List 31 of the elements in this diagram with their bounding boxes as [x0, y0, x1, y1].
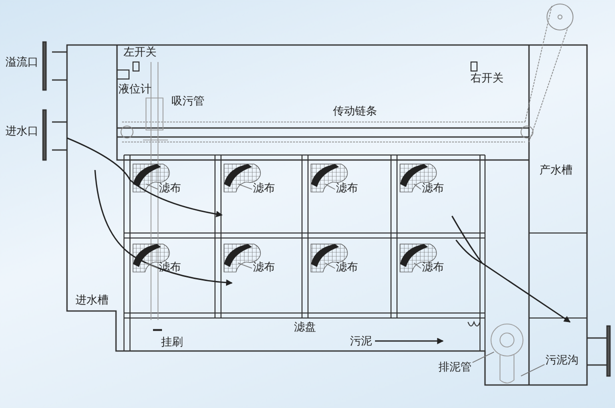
leader-line: [146, 262, 158, 269]
part-label: 挂刷: [161, 336, 183, 348]
part-label: 产水槽: [540, 164, 572, 176]
part-label: 滤布: [253, 182, 275, 194]
leader-line: [414, 184, 422, 190]
part-label: 滤盘: [294, 320, 316, 334]
part-label: 左开关: [124, 46, 156, 58]
leader-line: [146, 184, 158, 190]
part-label: 右开关: [470, 72, 504, 84]
part-label: 滤布: [159, 182, 181, 194]
part-label: 进水口: [6, 124, 38, 138]
part-label: 滤布: [336, 260, 358, 274]
part-label: 进水槽: [76, 294, 108, 306]
leader-line: [238, 262, 252, 269]
part-label: 污泥: [350, 334, 372, 348]
part-label: 传动链条: [333, 104, 377, 118]
part-label: 滤布: [253, 260, 275, 274]
part-label: 滤布: [336, 182, 358, 194]
leader-line: [472, 352, 494, 363]
part-label: 滤布: [422, 260, 444, 274]
part-label: 污泥沟: [546, 354, 578, 366]
part-label: 滤布: [422, 182, 444, 194]
leader-line: [520, 364, 545, 376]
leader-line: [324, 262, 336, 269]
part-label: 溢流口: [6, 56, 38, 68]
leader-line: [238, 184, 252, 190]
part-label: 吸污管: [172, 94, 204, 108]
part-label: 排泥管: [438, 360, 472, 374]
leader-line: [414, 262, 422, 269]
part-label: 液位计: [118, 82, 152, 96]
leader-line: [324, 184, 336, 190]
